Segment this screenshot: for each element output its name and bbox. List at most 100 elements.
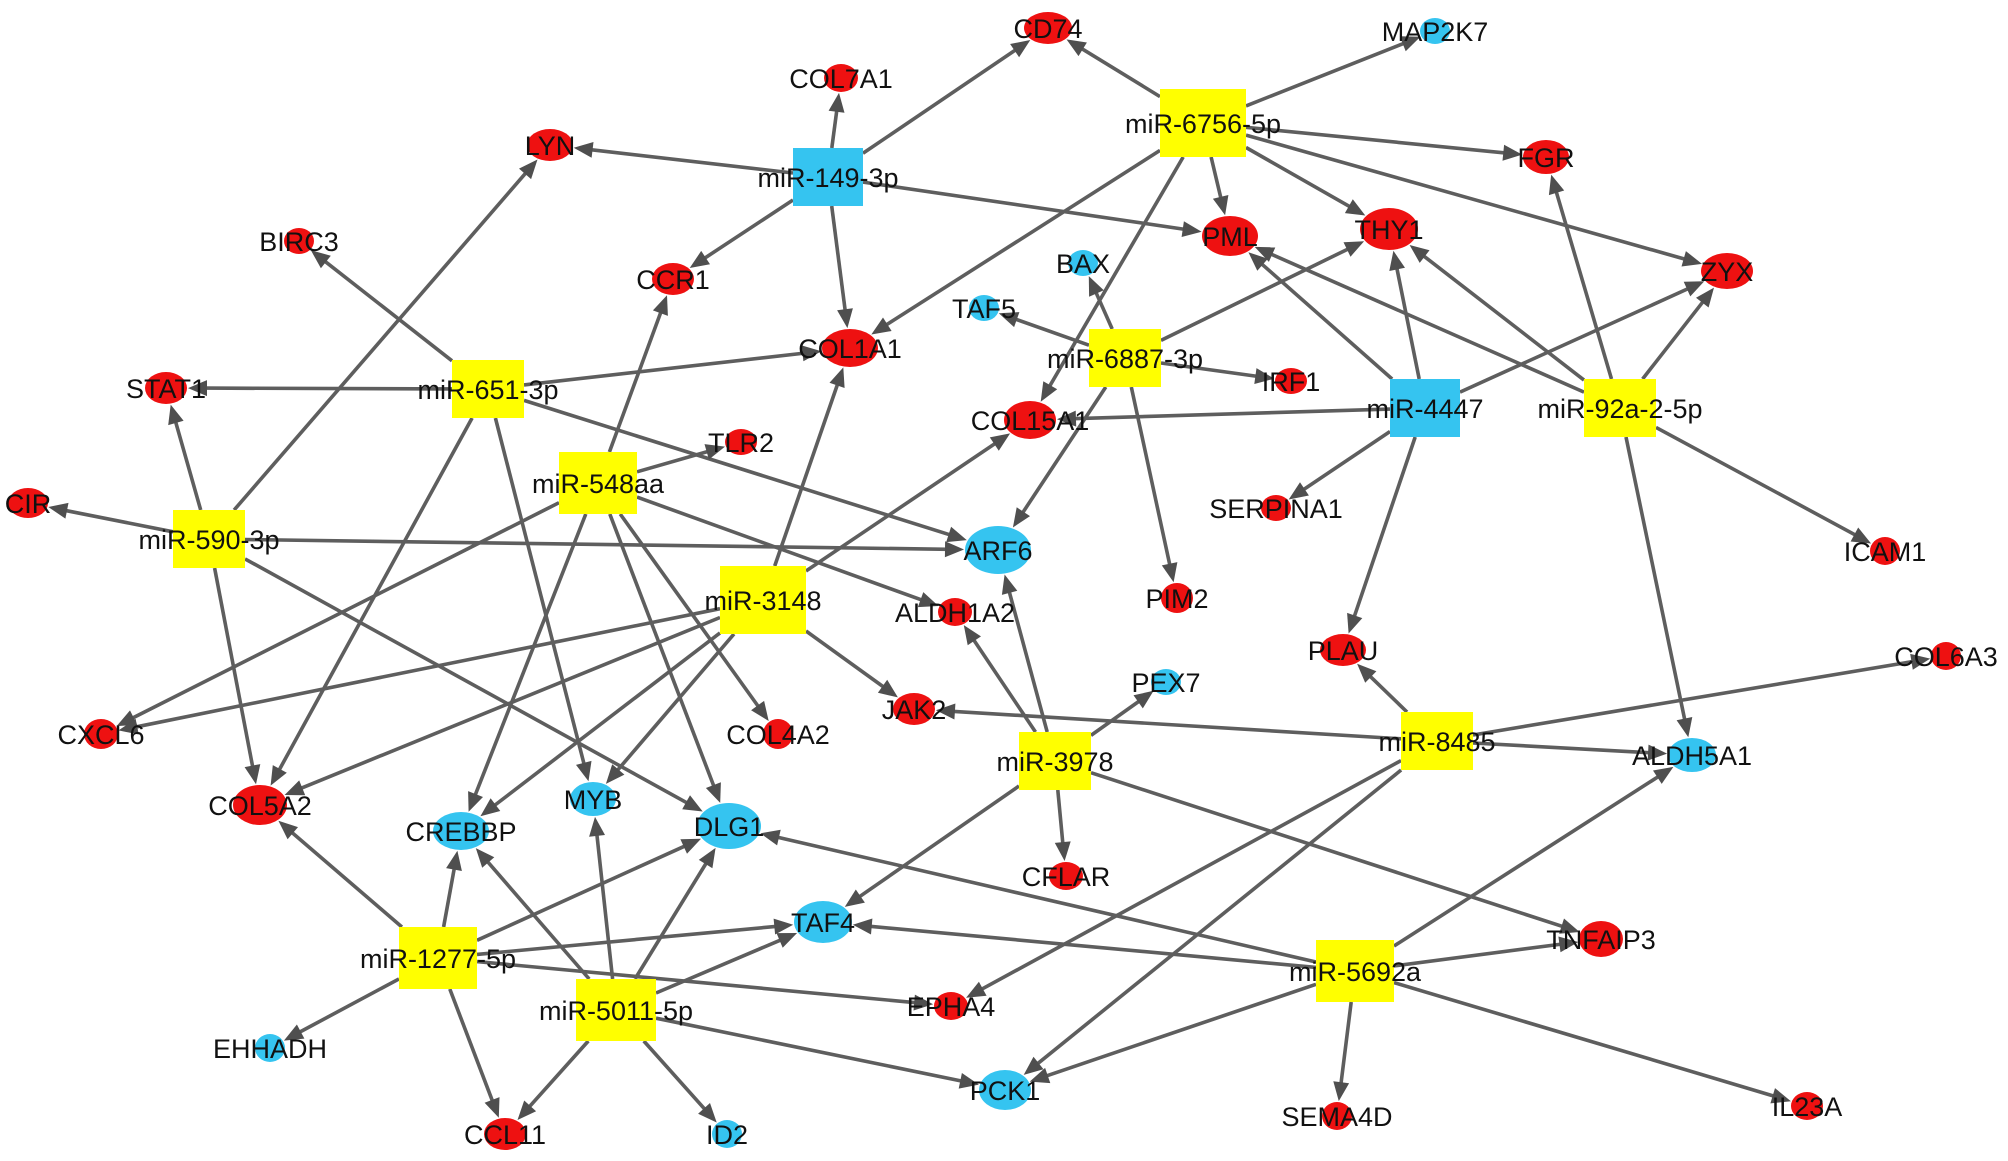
edge-arrowhead bbox=[689, 250, 710, 268]
edge-line bbox=[862, 180, 1187, 232]
edge-arrowhead bbox=[1040, 381, 1058, 402]
node-square bbox=[720, 566, 806, 634]
edge-line bbox=[1367, 673, 1409, 714]
edge-line bbox=[1093, 289, 1114, 330]
edge-arrowhead bbox=[1088, 276, 1104, 297]
edge-arrowhead bbox=[704, 444, 725, 460]
node-ellipse bbox=[979, 1070, 1031, 1110]
edge-mir-3148-to-crebbp bbox=[480, 631, 722, 817]
edge-arrowhead bbox=[828, 92, 845, 113]
gene-node-tlr2 bbox=[725, 429, 757, 455]
gene-node-pck1 bbox=[979, 1070, 1031, 1110]
edge-arrowhead bbox=[1389, 250, 1405, 271]
node-ellipse bbox=[284, 228, 314, 254]
edge-arrowhead bbox=[1344, 199, 1366, 216]
gene-node-thy1 bbox=[1360, 208, 1418, 250]
edge-line bbox=[772, 382, 840, 567]
node-ellipse bbox=[1320, 634, 1366, 666]
gene-label-stat1: STAT1 bbox=[126, 374, 206, 404]
edge-mir-1277-5p-to-ehhadh bbox=[283, 977, 400, 1041]
edge-line bbox=[212, 567, 255, 769]
edge-line bbox=[1245, 145, 1353, 210]
gene-label-myb: MYB bbox=[564, 785, 623, 815]
edge-mir-5692a-to-pck1 bbox=[1029, 982, 1317, 1084]
edge-line bbox=[1351, 436, 1417, 619]
mirna-label-mir-92a-2-5p: miR-92a-2-5p bbox=[1537, 394, 1702, 424]
node-ellipse bbox=[1024, 12, 1072, 44]
mirna-node-mir-1277-5p bbox=[399, 927, 477, 989]
gene-node-aldh5a1 bbox=[1668, 738, 1716, 772]
edge-arrowhead bbox=[1001, 574, 1018, 595]
edge-line bbox=[1421, 253, 1586, 382]
edge-arrowhead bbox=[270, 765, 287, 786]
edge-mir-6756-5p-to-col15a1 bbox=[1040, 156, 1185, 402]
edge-line bbox=[1300, 430, 1392, 493]
node-ellipse bbox=[1870, 537, 1900, 565]
gene-node-col5a2 bbox=[233, 785, 287, 825]
edge-line bbox=[1020, 386, 1108, 516]
gene-label-plau: PLAU bbox=[1308, 636, 1379, 666]
edge-line bbox=[493, 417, 587, 767]
edge-line bbox=[203, 386, 453, 391]
mirna-label-mir-4447: miR-4447 bbox=[1366, 394, 1483, 424]
edge-line bbox=[589, 147, 794, 175]
edge-arrowhead bbox=[1558, 936, 1579, 953]
gene-label-pck1: PCK1 bbox=[970, 1076, 1041, 1106]
gene-label-tlr2: TLR2 bbox=[708, 428, 774, 458]
edge-arrowhead bbox=[871, 317, 892, 335]
edge-arrowhead bbox=[519, 159, 538, 180]
node-ellipse bbox=[697, 803, 761, 849]
node-ellipse bbox=[1004, 401, 1056, 439]
mirna-node-mir-651-3p bbox=[452, 360, 524, 418]
node-square bbox=[452, 360, 524, 418]
mirna-node-mir-3148 bbox=[720, 566, 806, 634]
edge-line bbox=[244, 537, 949, 552]
gene-node-taf5 bbox=[969, 295, 999, 321]
edge-mir-651-3p-to-myb bbox=[493, 417, 592, 782]
gene-label-cd74: CD74 bbox=[1013, 14, 1082, 44]
edge-arrowhead bbox=[1343, 241, 1365, 257]
gene-node-lyn bbox=[527, 129, 573, 161]
edge-arrowhead bbox=[1683, 281, 1705, 297]
edge-line bbox=[633, 860, 709, 980]
edge-arrowhead bbox=[475, 848, 495, 868]
edge-arrowhead bbox=[944, 541, 964, 558]
edge-line bbox=[476, 959, 918, 1005]
gene-label-col1a1: COL1A1 bbox=[798, 334, 902, 364]
gene-node-myb bbox=[570, 782, 616, 816]
mirna-node-mir-6887-3p bbox=[1089, 329, 1161, 387]
edge-arrowhead bbox=[698, 847, 716, 869]
edge-arrowhead bbox=[1212, 195, 1229, 216]
edge-arrowhead bbox=[244, 764, 261, 785]
edge-mir-3148-to-col1a1 bbox=[772, 367, 845, 567]
gene-node-cxcl6 bbox=[84, 719, 118, 749]
edge-mir-92a-2-5p-to-zyx bbox=[1641, 287, 1714, 381]
gene-label-aldh1a2: ALDH1A2 bbox=[895, 598, 1015, 628]
edge-arrowhead bbox=[1054, 841, 1071, 861]
edge-line bbox=[775, 835, 1317, 964]
node-square bbox=[1584, 379, 1656, 437]
edge-line bbox=[1259, 261, 1394, 381]
edge-mir-4447-to-serpina1 bbox=[1288, 430, 1392, 500]
edge-arrowhead bbox=[844, 889, 865, 907]
gene-node-stat1 bbox=[145, 372, 187, 404]
node-square bbox=[173, 510, 245, 568]
edge-arrowhead bbox=[946, 526, 967, 543]
edge-line bbox=[1553, 189, 1614, 380]
edge-line bbox=[636, 449, 711, 474]
edge-line bbox=[133, 606, 721, 730]
gene-node-jak2 bbox=[893, 693, 935, 725]
edge-arrowhead bbox=[573, 142, 594, 158]
gene-node-cd74 bbox=[1024, 12, 1072, 44]
edge-mir-5011-5p-to-crebbp bbox=[475, 848, 591, 981]
gene-node-tnfaip3 bbox=[1579, 921, 1623, 957]
edge-mir-8485-to-plau bbox=[1357, 663, 1409, 714]
mirna-label-mir-149-3p: miR-149-3p bbox=[757, 163, 898, 193]
gene-node-col6a3 bbox=[1931, 642, 1961, 670]
edge-arrowhead bbox=[877, 679, 898, 698]
gene-label-col7a1: COL7A1 bbox=[789, 64, 893, 94]
edge-arrowhead bbox=[1770, 1088, 1791, 1104]
edge-arrowhead bbox=[283, 1024, 305, 1041]
edge-arrowhead bbox=[284, 780, 306, 796]
edge-line bbox=[476, 843, 688, 942]
